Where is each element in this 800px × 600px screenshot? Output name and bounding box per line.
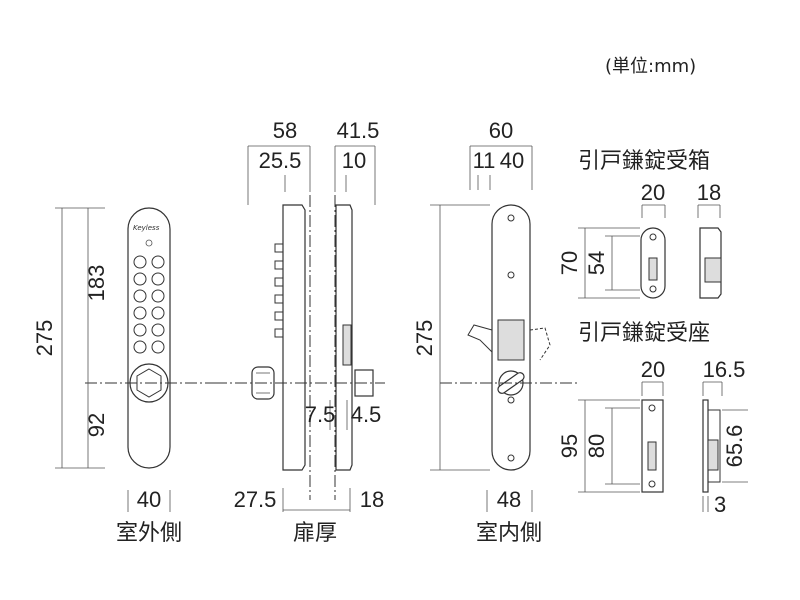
keypad-button	[151, 340, 165, 354]
keypad-button	[151, 289, 165, 303]
strike-seat-title: 引戸鎌錠受座	[578, 321, 710, 346]
exterior-upper: 183	[84, 265, 109, 302]
strike-box-title: 引戸鎌錠受箱	[578, 149, 710, 174]
latch-body	[497, 319, 525, 361]
interior-width: 60	[489, 118, 513, 143]
latch-hook-dashed	[529, 327, 551, 361]
exterior-view: Keyless 275 183 92 40 室外側	[32, 207, 215, 546]
interior-view: 60 11 40 275 48 室内側	[412, 118, 580, 546]
keypad-button	[133, 323, 147, 337]
keypad-button	[151, 323, 165, 337]
strike-box-w2: 18	[697, 180, 721, 205]
thickness-top-right-inner: 10	[342, 148, 366, 173]
exterior-width: 40	[137, 487, 161, 512]
thickness-top-left: 58	[273, 118, 297, 143]
latch-hook	[467, 324, 493, 353]
strike-seat-h-outer: 95	[557, 434, 582, 458]
keypad-button	[151, 272, 165, 286]
keypad-button	[151, 255, 165, 269]
keypad-button	[151, 306, 165, 320]
screw	[507, 396, 515, 404]
exterior-lower: 92	[84, 413, 109, 437]
screw	[507, 271, 515, 279]
strike-seat-h-side: 65.6	[722, 425, 747, 468]
strike-seat-h-inner: 80	[584, 434, 609, 458]
thickness-bottom-left: 27.5	[234, 487, 277, 512]
thickness-side: 7.5	[305, 402, 336, 427]
keypad	[133, 255, 165, 354]
thickness-view: 58 25.5 41.5 10 7.5 4.5	[215, 118, 385, 546]
keypad-button	[133, 255, 147, 269]
thickness-top-right: 41.5	[337, 118, 380, 143]
latch-profile	[342, 324, 352, 366]
interior-sub-right: 40	[500, 148, 524, 173]
strike-seat-w1: 20	[641, 357, 665, 382]
strike-seat-thick: 3	[714, 492, 726, 517]
interior-label: 室内側	[476, 521, 542, 546]
keypad-profile	[274, 243, 284, 338]
strike-seat-side	[702, 399, 709, 493]
screw	[507, 454, 515, 462]
exterior-body	[127, 207, 171, 469]
exterior-height: 275	[32, 320, 57, 357]
keyless-logo: Keyless	[133, 224, 160, 232]
exterior-body-profile	[282, 204, 306, 471]
thickness-bottom-right: 18	[360, 487, 384, 512]
strike-box-h-outer: 70	[557, 251, 582, 275]
knob-hex	[136, 368, 162, 398]
strike-box-opening	[648, 257, 658, 281]
exterior-label: 室外側	[116, 521, 182, 546]
thickness-label: 扉厚	[293, 521, 337, 546]
keypad-button	[133, 272, 147, 286]
unit-label: (単位:mm)	[605, 56, 696, 77]
keypad-button	[133, 340, 147, 354]
strike-box: 引戸鎌錠受箱 20 18 70 54	[557, 149, 722, 299]
keypad-button	[133, 306, 147, 320]
clear-button	[145, 239, 153, 247]
strike-seat: 引戸鎌錠受座 20 16.5 95 80 65.6 3	[557, 321, 748, 517]
screw	[507, 214, 515, 222]
strike-seat-opening	[647, 441, 657, 471]
strike-box-h-inner: 54	[584, 251, 609, 275]
interior-bottom-width: 48	[497, 487, 521, 512]
keypad-button	[133, 289, 147, 303]
strike-box-w1: 20	[641, 180, 665, 205]
interior-sub-left: 11	[473, 148, 496, 173]
thickness-top-left-inner: 25.5	[259, 148, 302, 173]
thickness-side-right: 4.5	[351, 402, 382, 427]
strike-seat-w2: 16.5	[703, 357, 746, 382]
interior-height: 275	[412, 320, 437, 357]
